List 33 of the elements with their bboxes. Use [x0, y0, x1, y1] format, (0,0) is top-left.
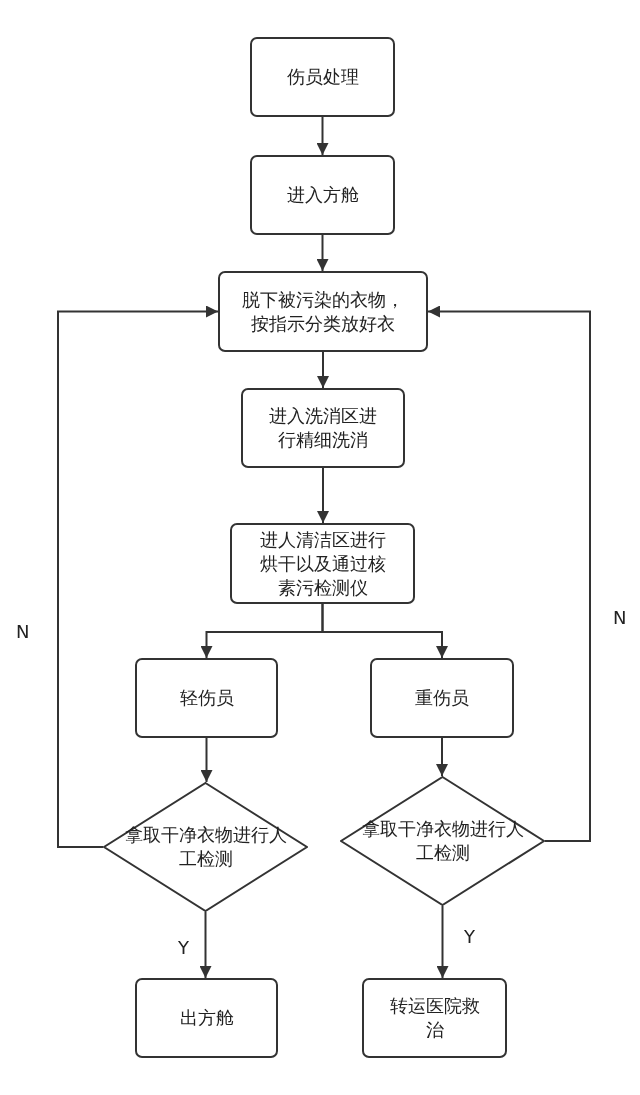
- box-text: 伤员处理: [285, 65, 360, 89]
- arrow: [317, 351, 329, 389]
- process-box: [250, 155, 395, 235]
- decision-diamond: [340, 776, 545, 906]
- process-box: [250, 37, 395, 117]
- arrow: [199, 911, 212, 979]
- decision-diamond: [103, 782, 308, 912]
- arrow: [200, 737, 213, 783]
- process-box: [230, 523, 415, 604]
- box-text: 重伤员: [414, 686, 470, 710]
- process-box: [370, 658, 514, 738]
- process-box: [135, 658, 278, 738]
- arrow: [321, 603, 448, 659]
- arrow: [436, 905, 449, 979]
- box-text: 轻伤员: [178, 686, 235, 710]
- box-text: 出方舱: [178, 1006, 235, 1030]
- arrow: [436, 737, 448, 777]
- box-text: 进人清洁区进行烘干以及通过核素污检测仪: [258, 527, 387, 600]
- process-box: [362, 978, 507, 1058]
- arrow: [316, 234, 329, 272]
- process-box: [135, 978, 278, 1058]
- arrow: [57, 305, 219, 848]
- box-text: 进入洗消区进行精细洗消: [268, 404, 378, 452]
- arrow: [317, 467, 329, 524]
- box-text: 拿取干净衣物进行人工检测: [123, 823, 288, 871]
- box-text: 转运医院救治: [388, 994, 481, 1042]
- box-text: 拿取干净衣物进行人工检测: [360, 817, 525, 865]
- box-text: 进入方舱: [285, 183, 360, 207]
- process-box: [241, 388, 405, 468]
- process-box: [218, 271, 428, 352]
- box-text: 脱下被污染的衣物，按指示分类放好衣: [241, 287, 405, 336]
- arrow: [316, 116, 329, 156]
- arrow: [427, 305, 591, 842]
